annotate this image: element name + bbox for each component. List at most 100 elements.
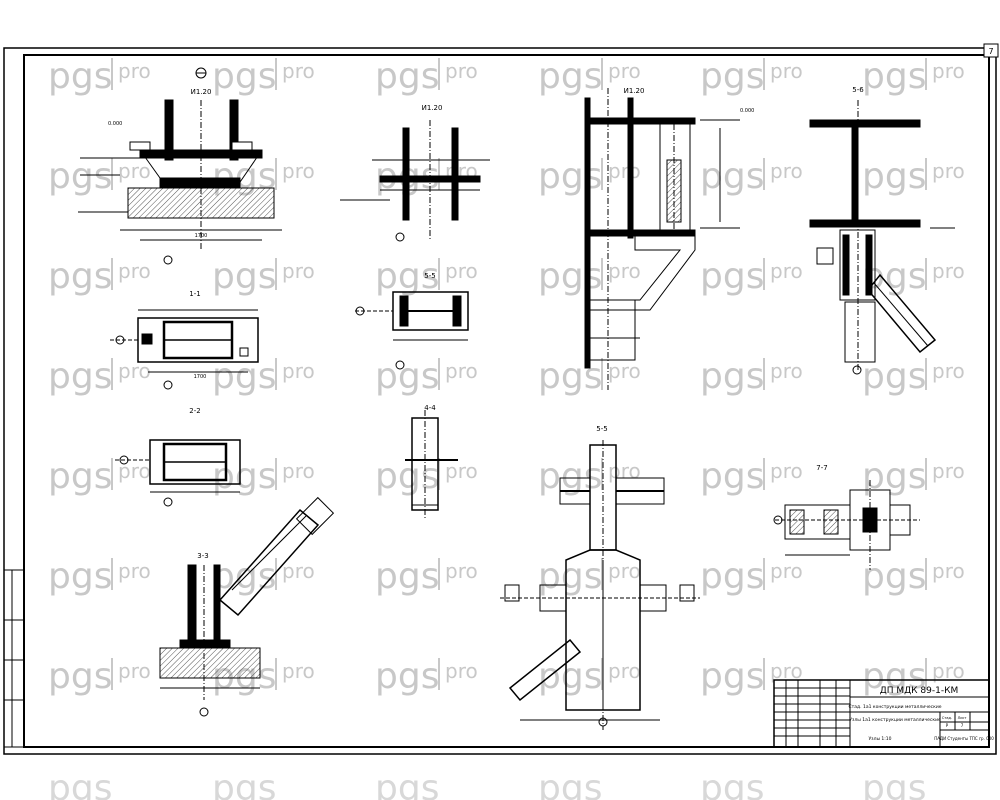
watermark-sub: pro <box>932 159 965 183</box>
title-row-3: Узлы 1:10 <box>868 736 891 742</box>
watermark-sub: pro <box>282 59 315 83</box>
sheet-number: 7 <box>988 47 993 56</box>
watermark-brand: pgs <box>700 356 764 397</box>
watermark-brand: pgs <box>700 768 764 800</box>
watermark-sub: pro <box>282 359 315 383</box>
view-section-7-7: 7-7 <box>773 464 920 570</box>
watermark-sub: pro <box>932 659 965 683</box>
sheet-code: ДП МДК 89-1-КМ <box>880 686 959 696</box>
watermark-brand: pgs <box>700 656 764 697</box>
watermark-sub: pro <box>608 259 641 283</box>
dim-2: 1700 <box>194 374 207 380</box>
stage-value: Р <box>946 723 949 728</box>
watermark-sub: pro <box>608 159 641 183</box>
view-node-b: И1.20 <box>340 104 490 242</box>
watermark-sub: pro <box>445 459 478 483</box>
view-section-4-4: 4-4 <box>405 404 458 520</box>
watermark-brand: pgs <box>538 156 602 197</box>
watermark-sub: pro <box>445 659 478 683</box>
title-row-1: Стад. 1а1 конструкции металлические <box>848 704 941 710</box>
watermark-sub: pro <box>445 559 478 583</box>
sheet-header: Лист <box>958 716 967 720</box>
watermark-brand: pgs <box>212 456 276 497</box>
watermark-sub: pro <box>608 59 641 83</box>
watermark-brand: pgs <box>48 156 112 197</box>
sheet-value: 7 <box>961 723 964 728</box>
watermark-sub: pro <box>118 159 151 183</box>
watermark-brand: pgs <box>375 456 439 497</box>
watermark-sub: pro <box>282 459 315 483</box>
watermark-brand: pgs <box>862 456 926 497</box>
binding-strip <box>3 569 25 748</box>
view-5-5-small-title: 5-5 <box>424 272 435 280</box>
watermark-sub: pro <box>770 259 803 283</box>
view-node-a: И1.20 1700 0.000 <box>78 67 282 265</box>
stage-header: Стад. <box>942 716 952 720</box>
watermark-sub: pro <box>608 459 641 483</box>
watermark-brand: pgs <box>862 556 926 597</box>
view-section-3-3: 3-3 <box>159 496 335 717</box>
watermark-sub: pro <box>932 59 965 83</box>
view-node-c: И1.20 <box>584 87 740 390</box>
watermark-sub: pro <box>282 159 315 183</box>
watermark-brand: pgs <box>375 356 439 397</box>
view-7-7-title: 7-7 <box>816 464 827 472</box>
watermark-brand: pgs <box>375 656 439 697</box>
dim-1: 1700 <box>195 233 208 239</box>
watermark-sub: pro <box>118 59 151 83</box>
watermark-sub: pro <box>770 659 803 683</box>
watermark-brand: pgs <box>862 56 926 97</box>
view-5-5-large-title: 5-5 <box>596 425 607 433</box>
watermark-sub: pro <box>118 259 151 283</box>
watermark-brand: pgs <box>700 156 764 197</box>
watermark-brand: pgs <box>48 356 112 397</box>
watermark-brand: pgs <box>375 768 439 800</box>
watermark-brand: pgs <box>375 556 439 597</box>
watermark-brand: pgs <box>700 456 764 497</box>
watermark-sub: pro <box>118 559 151 583</box>
watermark-brand: pgs <box>538 768 602 800</box>
watermark-brand: pgs <box>48 656 112 697</box>
watermark-brand: pgs <box>862 156 926 197</box>
watermark-brand: pgs <box>48 556 112 597</box>
watermark-brand: pgs <box>700 56 764 97</box>
watermark-sub: pro <box>932 559 965 583</box>
view-section-5-6: 5-6 <box>809 86 955 375</box>
watermark-sub: pro <box>282 559 315 583</box>
watermark-brand: pgs <box>48 456 112 497</box>
watermark-sub: pro <box>118 659 151 683</box>
watermark-sub: pro <box>770 159 803 183</box>
view-node-a-title: И1.20 <box>191 88 212 96</box>
watermark-sub: pro <box>282 659 315 683</box>
view-section-5-5-small: 5-5 <box>355 272 469 370</box>
view-3-3-title: 3-3 <box>197 552 208 560</box>
view-section-1-1: 1-1 1700 <box>110 290 259 390</box>
watermark-sub: pro <box>118 359 151 383</box>
watermark-brand: pgs <box>212 256 276 297</box>
title-row-2: Узлы 1а1 конструкции металлические <box>849 717 941 723</box>
watermark-sub: pro <box>282 259 315 283</box>
watermark-sub: pro <box>608 359 641 383</box>
level-1: 0.000 <box>108 121 122 127</box>
watermark-sub: pro <box>445 359 478 383</box>
watermark-brand: pgs <box>700 256 764 297</box>
view-5-6-title: 5-6 <box>852 86 864 94</box>
watermark-brand: pgs <box>538 256 602 297</box>
watermark-sub: pro <box>932 259 965 283</box>
watermark-brand: pgs <box>538 56 602 97</box>
view-node-c-title: И1.20 <box>624 87 645 95</box>
watermark-sub: pro <box>770 359 803 383</box>
view-2-2-title: 2-2 <box>189 407 200 415</box>
watermark-sub: pro <box>770 59 803 83</box>
watermark-brand: pgs <box>862 656 926 697</box>
watermark-sub: pro <box>445 59 478 83</box>
watermark-brand: pgs <box>700 556 764 597</box>
watermark-brand: pgs <box>212 356 276 397</box>
watermark-sub: pro <box>932 359 965 383</box>
watermark-brand: pgs <box>212 56 276 97</box>
watermark-brand: pgs <box>48 768 112 800</box>
watermark-brand: pgs <box>862 768 926 800</box>
organization: ПАДИ Студенты ТПС гр. 000 <box>934 736 994 741</box>
view-4-4-title: 4-4 <box>424 404 436 412</box>
